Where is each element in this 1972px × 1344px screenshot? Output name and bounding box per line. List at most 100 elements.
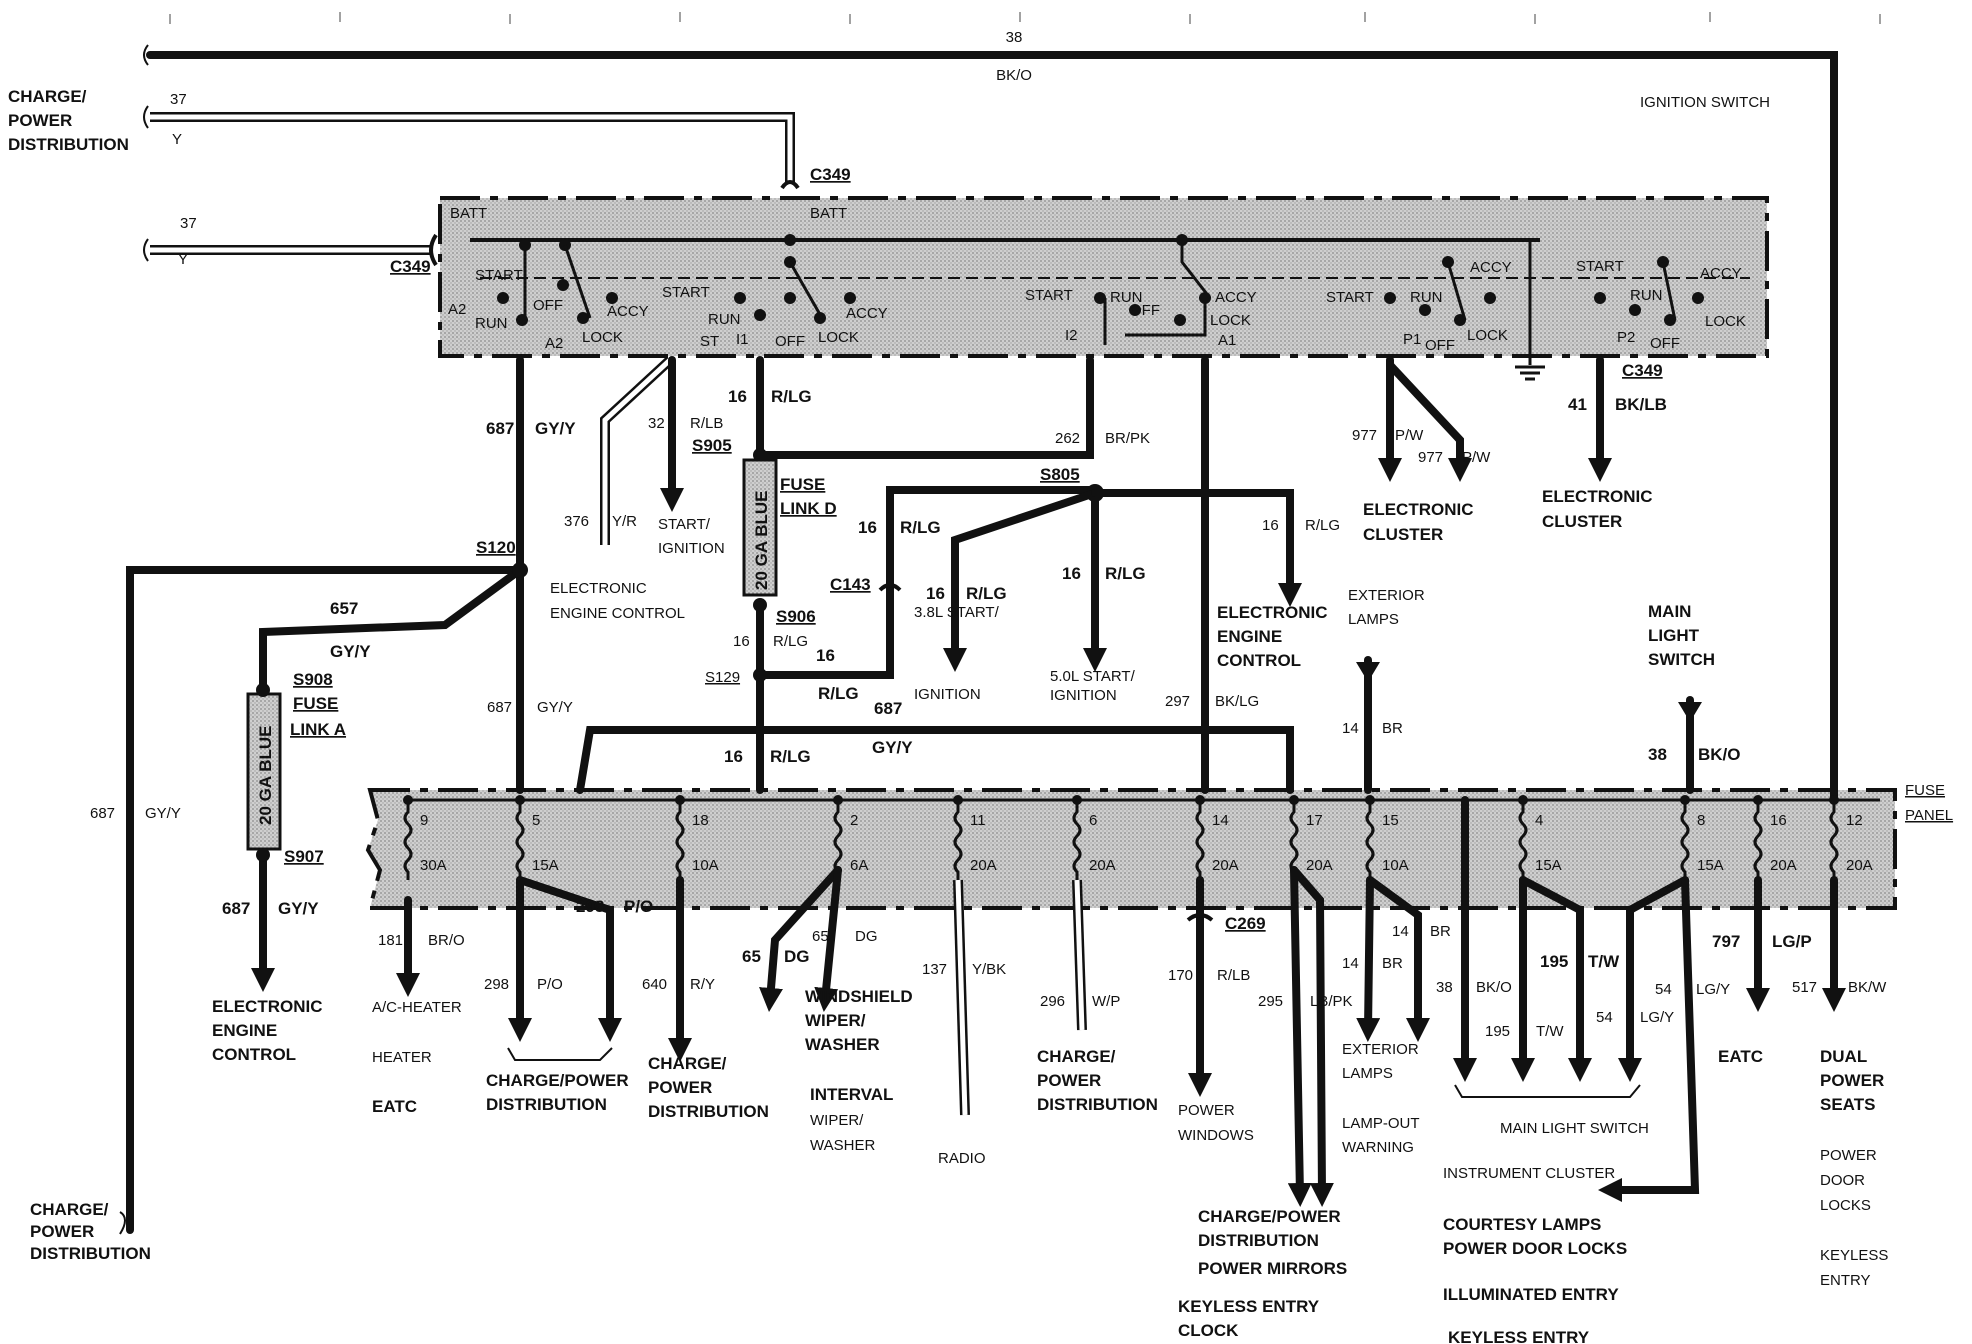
bracket-main-light [1454, 1084, 1641, 1098]
svg-text:PANEL: PANEL [1905, 807, 1953, 824]
svg-text:POWER DOOR LOCKS: POWER DOOR LOCKS [1443, 1239, 1627, 1258]
svg-text:LOCKS: LOCKS [1820, 1197, 1871, 1214]
fuse-link-d [742, 458, 778, 597]
c349-left: C349 [390, 257, 431, 276]
svg-text:START: START [1326, 289, 1374, 306]
fuse-panel-box [365, 788, 1897, 910]
svg-text:ENGINE: ENGINE [1217, 627, 1282, 646]
svg-text:3.8L START/: 3.8L START/ [914, 604, 1000, 621]
svg-text:BR/PK: BR/PK [1105, 430, 1150, 447]
svg-text:POWER: POWER [1820, 1147, 1877, 1164]
svg-text:DUAL: DUAL [1820, 1047, 1867, 1066]
svg-text:INSTRUMENT CLUSTER: INSTRUMENT CLUSTER [1443, 1165, 1615, 1182]
ga-blue-d: 20 GA BLUE [752, 490, 771, 590]
bracket-charge-power [507, 1047, 613, 1061]
ga-blue-labels: 20 GA BLUE 20 GA BLUE [256, 490, 771, 825]
svg-text:ACCY: ACCY [1470, 259, 1512, 276]
fuse-number: 14 [1212, 812, 1229, 829]
svg-text:I1: I1 [736, 331, 749, 348]
svg-text:START: START [662, 284, 710, 301]
wire-376 [602, 358, 672, 545]
svg-text:EXTERIOR: EXTERIOR [1348, 587, 1425, 604]
svg-text:R/LG: R/LG [1305, 517, 1340, 534]
svg-text:KEYLESS ENTRY: KEYLESS ENTRY [1448, 1328, 1590, 1344]
svg-text:EATC: EATC [372, 1097, 417, 1116]
svg-text:CLOCK: CLOCK [1178, 1321, 1239, 1340]
svg-text:38: 38 [1648, 745, 1667, 764]
wire-298-b [516, 876, 622, 1042]
svg-text:COURTESY LAMPS: COURTESY LAMPS [1443, 1215, 1601, 1234]
svg-text:CLUSTER: CLUSTER [1542, 512, 1622, 531]
svg-text:DOOR: DOOR [1820, 1172, 1865, 1189]
svg-text:181: 181 [378, 932, 403, 949]
svg-text:A2: A2 [448, 301, 466, 318]
svg-text:16: 16 [858, 518, 877, 537]
batt-top: BATT [810, 205, 847, 222]
w37-left-color: Y [178, 251, 188, 268]
svg-text:RUN: RUN [1110, 289, 1143, 306]
svg-text:LAMPS: LAMPS [1342, 1065, 1393, 1082]
wire-65-a [759, 866, 842, 1012]
svg-text:ACCY: ACCY [1215, 289, 1257, 306]
svg-text:WARNING: WARNING [1342, 1139, 1414, 1156]
svg-text:376: 376 [564, 513, 589, 530]
svg-text:38: 38 [1436, 979, 1453, 996]
svg-text:P/W: P/W [1395, 427, 1424, 444]
svg-text:LAMPS: LAMPS [1348, 611, 1399, 628]
svg-text:296: 296 [1040, 993, 1065, 1010]
fuse-amps: 10A [692, 857, 719, 874]
wire-14-br-a [1356, 876, 1381, 1042]
svg-text:C143: C143 [830, 575, 871, 594]
svg-text:137: 137 [922, 961, 947, 978]
svg-text:ELECTRONIC: ELECTRONIC [212, 997, 323, 1016]
svg-text:FUSE: FUSE [780, 475, 825, 494]
svg-text:16: 16 [816, 646, 835, 665]
svg-text:ENGINE: ENGINE [212, 1021, 277, 1040]
svg-text:P/W: P/W [1462, 449, 1491, 466]
svg-text:GY/Y: GY/Y [537, 699, 573, 716]
svg-text:DISTRIBUTION: DISTRIBUTION [30, 1244, 151, 1263]
svg-text:OFF: OFF [1425, 337, 1455, 354]
svg-text:HEATER: HEATER [372, 1049, 432, 1066]
fuse-number: 18 [692, 812, 709, 829]
fuse-number: 6 [1089, 812, 1097, 829]
svg-text:ENGINE CONTROL: ENGINE CONTROL [550, 605, 685, 622]
fuse-amps: 20A [1212, 857, 1239, 874]
svg-text:SEATS: SEATS [1820, 1095, 1875, 1114]
svg-text:16: 16 [926, 584, 945, 603]
w37-left-num: 37 [180, 215, 197, 232]
wire-s129-s805 [756, 486, 1099, 679]
svg-text:170: 170 [1168, 967, 1193, 984]
svg-text:GY/Y: GY/Y [872, 738, 913, 757]
svg-text:RADIO: RADIO [938, 1150, 986, 1167]
svg-text:KEYLESS: KEYLESS [1820, 1247, 1888, 1264]
cp-top-2: POWER [8, 111, 72, 130]
svg-text:ACCY: ACCY [846, 305, 888, 322]
svg-text:GY/Y: GY/Y [535, 419, 576, 438]
svg-text:BR/O: BR/O [428, 932, 465, 949]
svg-text:R/LB: R/LB [1217, 967, 1250, 984]
fuse-amps: 15A [1697, 857, 1724, 874]
fuse-amps: 20A [1089, 857, 1116, 874]
svg-text:LIGHT: LIGHT [1648, 626, 1700, 645]
wire-14-br-b [1366, 876, 1430, 1042]
wire-38l [943, 489, 1099, 672]
svg-text:RUN: RUN [708, 311, 741, 328]
svg-text:A2: A2 [545, 335, 563, 352]
fuse-6: 6 20A [1072, 795, 1116, 880]
switch-contacts [497, 234, 1704, 326]
svg-text:DG: DG [855, 928, 878, 945]
fuse-number: 4 [1535, 812, 1543, 829]
svg-text:S906: S906 [776, 607, 816, 626]
wire-687-left [126, 566, 524, 1234]
svg-text:977: 977 [1352, 427, 1377, 444]
w38-num: 38 [1006, 29, 1023, 46]
svg-text:RUN: RUN [1410, 289, 1443, 306]
wire-195-b [1519, 876, 1592, 1082]
svg-text:GY/Y: GY/Y [330, 642, 371, 661]
svg-text:41: 41 [1568, 395, 1587, 414]
w38-color: BK/O [996, 67, 1032, 84]
